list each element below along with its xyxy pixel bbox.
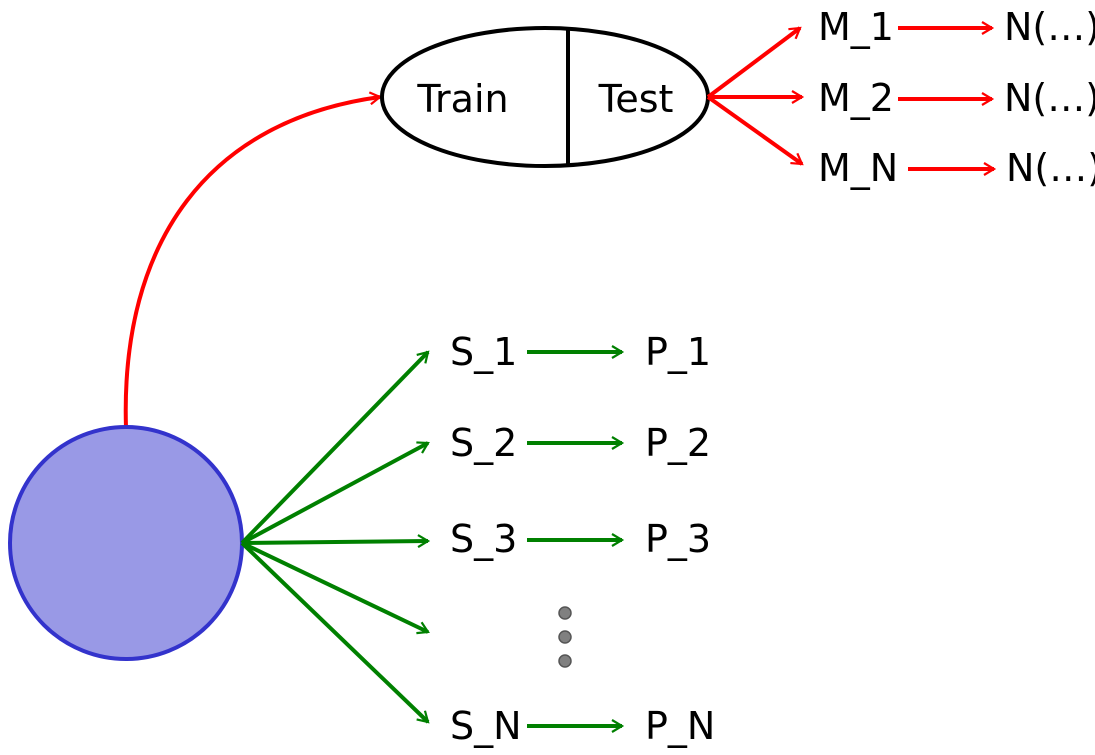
sample-chain: S_1 P_1 [450, 330, 711, 374]
prediction-label: P_1 [645, 330, 711, 374]
prediction-label: P_2 [645, 421, 711, 465]
prediction-label: P_N [645, 704, 715, 748]
result-label: N(…) [1006, 146, 1095, 190]
sample-label: S_2 [450, 421, 517, 465]
source-to-split-arrow [123, 91, 383, 429]
sample-chain: S_3 P_3 [450, 517, 711, 561]
prediction-label: P_3 [645, 517, 711, 561]
sample-chain: S_N P_N [450, 704, 715, 748]
source-to-sample-2-arrow [241, 441, 430, 545]
train-label: Train [416, 77, 508, 121]
source-to-sample-3-arrow [241, 534, 431, 549]
result-label: N(…) [1004, 5, 1095, 49]
test-label: Test [598, 77, 674, 121]
test-to-model-1-arrow [706, 26, 802, 99]
model-chain: M_1 N(…) [818, 5, 1095, 49]
model-label: M_1 [818, 5, 894, 49]
vertical-ellipsis-icon [558, 606, 572, 668]
test-to-model-n-arrow [706, 95, 804, 166]
model-chain: M_N N(…) [818, 146, 1095, 190]
train-test-split: Train Test [380, 26, 710, 168]
sample-label: S_1 [450, 330, 517, 374]
model-label: M_2 [818, 76, 894, 120]
sample-chain: S_2 P_2 [450, 421, 711, 465]
source-to-sample-ellipsis-arrow [241, 541, 430, 635]
sample-label: S_3 [450, 517, 517, 561]
model-chain: M_2 N(…) [818, 76, 1095, 120]
source-to-sample-n-arrow [240, 541, 430, 724]
model-label: M_N [818, 146, 898, 190]
source-to-sample-1-arrow [240, 350, 430, 545]
source-node [8, 425, 244, 661]
result-label: N(…) [1004, 76, 1095, 120]
sample-label: S_N [450, 704, 522, 748]
